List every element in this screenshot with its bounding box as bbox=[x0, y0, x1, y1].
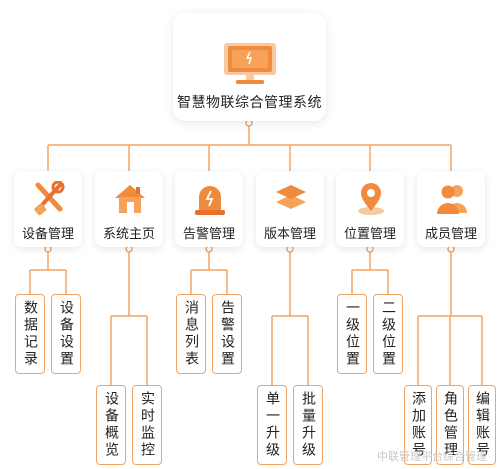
category-label: 系统主页 bbox=[102, 227, 155, 242]
leaf-role-management[interactable]: 角色管理 bbox=[436, 385, 464, 465]
category-label: 位置管理 bbox=[343, 227, 396, 242]
category-label: 版本管理 bbox=[263, 227, 316, 242]
leaf-batch-upgrade[interactable]: 批量升级 bbox=[293, 385, 323, 465]
alarm-light-icon bbox=[195, 186, 225, 215]
leaf-data-records[interactable]: 数据记录 bbox=[15, 294, 45, 374]
leaf-single-upgrade[interactable]: 单一升级 bbox=[257, 385, 287, 465]
category-location-management[interactable]: 位置管理 bbox=[336, 171, 404, 247]
root-node[interactable]: 智慧物联综合管理系统 bbox=[173, 13, 326, 121]
leaf-alarm-settings[interactable]: 告警设置 bbox=[212, 294, 242, 374]
leaf-edit-account[interactable]: 编辑账号 bbox=[468, 385, 496, 465]
category-alarm-management[interactable]: 告警管理 bbox=[175, 171, 243, 247]
category-label: 设备管理 bbox=[21, 227, 74, 242]
leaf-message-list[interactable]: 消息列表 bbox=[176, 294, 206, 374]
tools-icon bbox=[34, 181, 65, 216]
leaf-device-settings[interactable]: 设备设置 bbox=[51, 294, 81, 374]
users-icon bbox=[437, 185, 467, 214]
category-label: 成员管理 bbox=[424, 227, 477, 242]
location-pin-icon bbox=[358, 183, 384, 215]
category-label: 告警管理 bbox=[182, 227, 235, 242]
category-system-home[interactable]: 系统主页 bbox=[95, 171, 163, 247]
leaf-add-account[interactable]: 添加账号 bbox=[404, 385, 432, 465]
category-version-management[interactable]: 版本管理 bbox=[256, 171, 324, 247]
leaf-device-overview[interactable]: 设备概览 bbox=[96, 385, 126, 465]
home-icon bbox=[115, 185, 145, 213]
category-device-management[interactable]: 设备管理 bbox=[14, 171, 82, 247]
watermark: 中联管理平台综合管理 bbox=[377, 450, 487, 463]
monitor-icon bbox=[224, 43, 276, 84]
leaf-realtime-monitor[interactable]: 实时监控 bbox=[132, 385, 162, 465]
leaf-level-one-location[interactable]: 一级位置 bbox=[337, 294, 367, 374]
root-label: 智慧物联综合管理系统 bbox=[177, 95, 322, 111]
category-member-management[interactable]: 成员管理 bbox=[417, 171, 485, 247]
leaf-level-two-location[interactable]: 二级位置 bbox=[373, 294, 403, 374]
layers-icon bbox=[276, 185, 306, 209]
